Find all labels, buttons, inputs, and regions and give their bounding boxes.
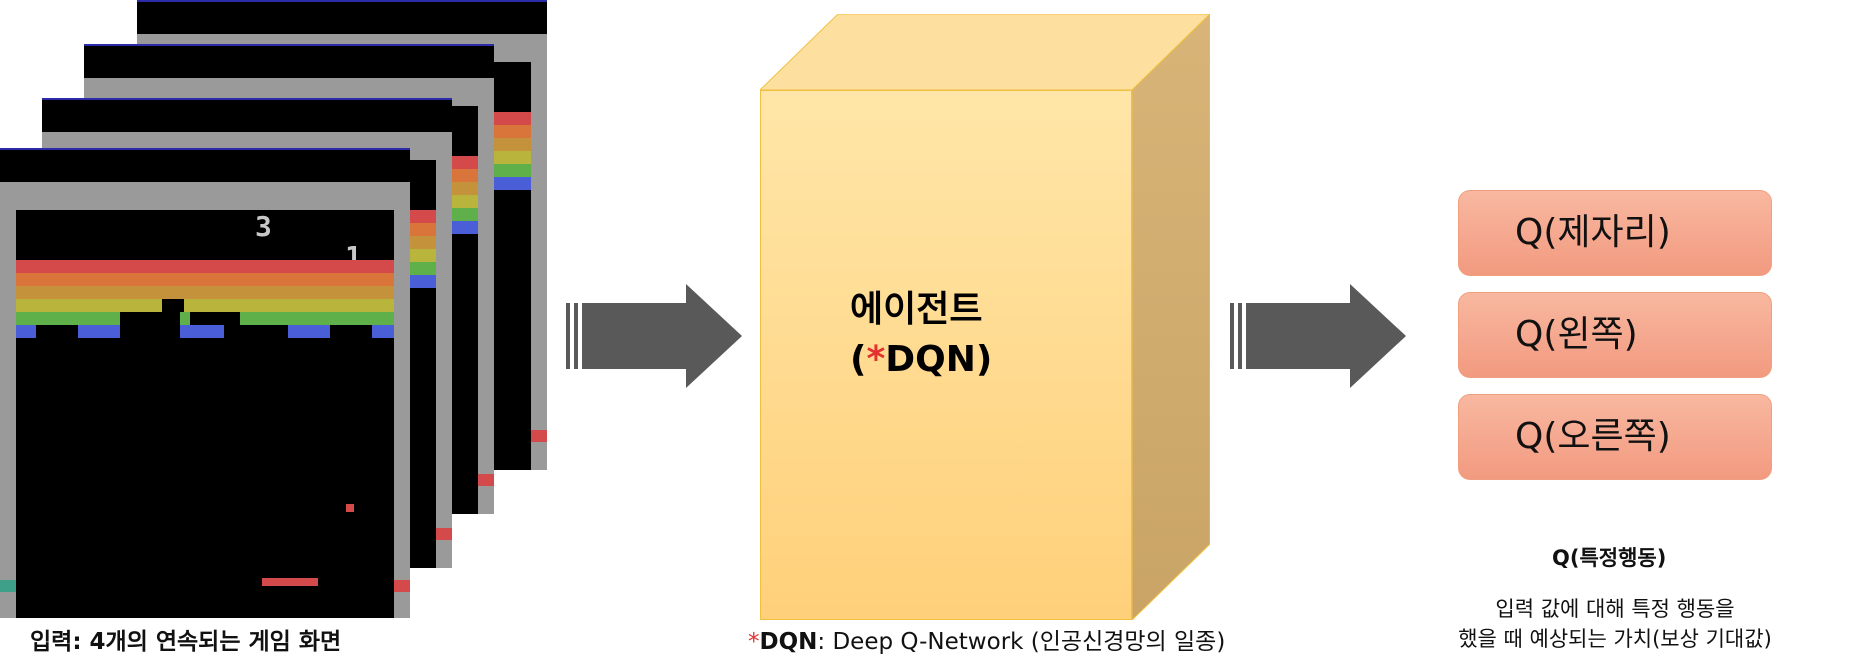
dqn-footnote: *DQN: Deep Q-Network (인공신경망의 일종): [748, 629, 1226, 655]
ball: [346, 504, 354, 512]
brick-row-amber: [16, 286, 394, 299]
cube-top-face: [760, 14, 1210, 90]
brick-row-orange: [16, 273, 394, 286]
score-display: 021 3 1: [137, 4, 547, 124]
footnote-star: *: [866, 339, 886, 380]
q-value-label: Q(제자리): [1515, 212, 1671, 253]
q-value-box: Q(오른쪽): [1458, 394, 1772, 480]
arrow-right-icon: [566, 284, 742, 388]
agent-title: 에이전트: [850, 289, 983, 330]
q-value-label: Q(오른쪽): [1515, 416, 1671, 457]
q-caption-description: 입력 값에 대해 특정 행동을 했을 때 예상되는 가치(보상 기대값): [1458, 597, 1772, 651]
score-display: 021 3 1: [90, 182, 364, 273]
brick-row-red: [16, 260, 394, 273]
wall-marker: [0, 580, 16, 592]
game-frame-1: 021 3 1: [0, 148, 410, 618]
agent-subtitle: (*DQN): [850, 339, 993, 380]
score-display: 021 3 1: [42, 102, 452, 222]
wall-marker: [394, 580, 410, 592]
input-caption: 입력: 4개의 연속되는 게임 화면: [30, 629, 342, 655]
q-caption-title: Q(특정행동): [1552, 546, 1667, 570]
cube-side-face: [1132, 14, 1210, 620]
q-value-box: Q(왼쪽): [1458, 292, 1772, 378]
score-display: 021 3 1: [84, 48, 494, 168]
q-value-label: Q(왼쪽): [1515, 314, 1638, 355]
q-value-box: Q(제자리): [1458, 190, 1772, 276]
cube-front-face: [760, 90, 1132, 620]
arrow-right-icon: [1230, 284, 1406, 388]
brick-row-blue: [16, 325, 394, 338]
paddle: [262, 578, 318, 586]
brick-row-yellow: [16, 299, 394, 312]
